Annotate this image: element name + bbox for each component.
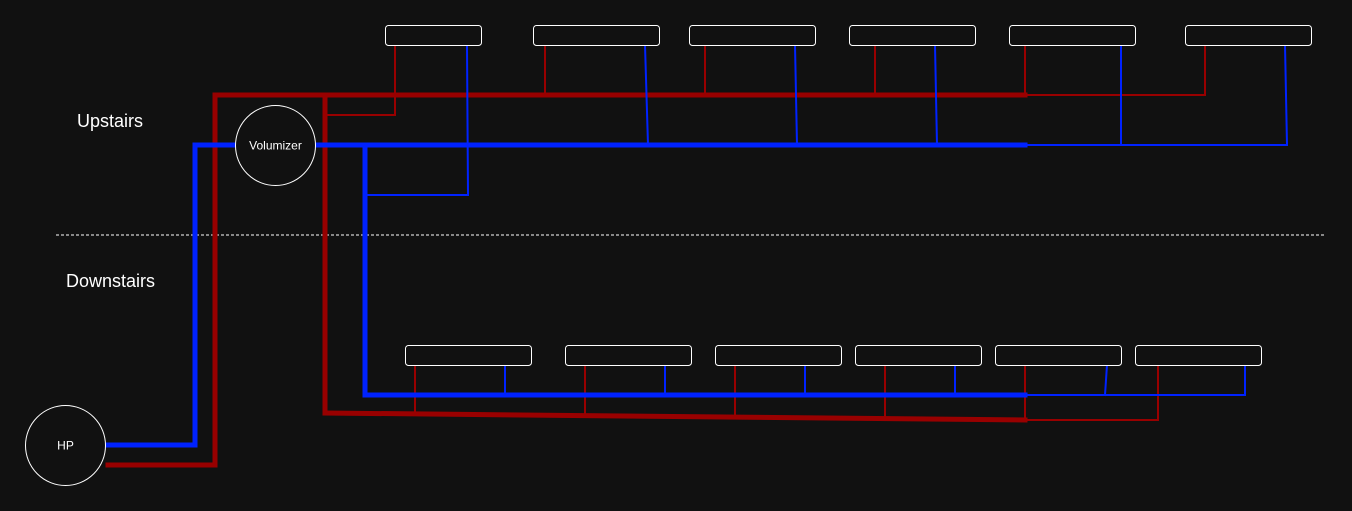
return-ducts	[105, 43, 1289, 448]
return-branch-up-4	[933, 43, 939, 147]
upstairs-vent-2	[533, 25, 660, 46]
return-branch-up-6	[1283, 43, 1289, 147]
downstairs-vent-5	[995, 345, 1122, 366]
upstairs-vent-6	[1185, 25, 1312, 46]
hp-node: HP	[25, 405, 106, 486]
downstairs-label: Downstairs	[66, 271, 155, 291]
upstairs-vent-3	[689, 25, 816, 46]
volumizer-node: Volumizer	[235, 105, 316, 186]
downstairs-vent-1	[405, 345, 532, 366]
upstairs-vents	[385, 25, 1312, 46]
downstairs-vent-3	[715, 345, 842, 366]
upstairs-vent-4	[849, 25, 976, 46]
upstairs-label: Upstairs	[77, 111, 143, 131]
supply-ducts	[105, 44, 1206, 468]
downstairs-vent-2	[565, 345, 692, 366]
return-branch-down-5	[1103, 363, 1109, 397]
supply-branch-up-1	[324, 44, 396, 116]
hp-circle	[25, 405, 106, 486]
volumizer-circle	[235, 105, 316, 186]
return-branch-up-1	[364, 43, 470, 196]
downstairs-vent-6	[1135, 345, 1262, 366]
downstairs-vent-4	[855, 345, 982, 366]
volumizer-label: Volumizer	[249, 139, 302, 153]
upstairs-vent-5	[1009, 25, 1136, 46]
supply-downstairs-trunk	[322, 410, 1028, 423]
upstairs-vent-1	[385, 25, 482, 46]
return-branch-up-3	[793, 43, 799, 147]
hp-label: HP	[57, 439, 74, 453]
downstairs-vents	[405, 345, 1262, 366]
return-branch-up-2	[643, 43, 650, 147]
